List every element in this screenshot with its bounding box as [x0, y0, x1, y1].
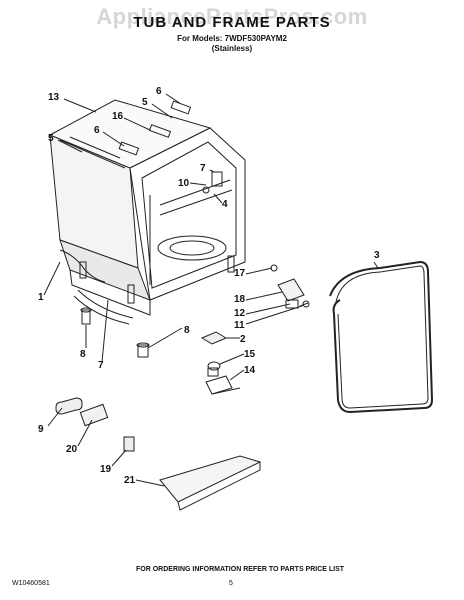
callout-7: 7 — [98, 360, 104, 371]
callout-17: 17 — [234, 268, 246, 279]
callout-15: 15 — [244, 349, 256, 360]
callout-13: 13 — [48, 92, 60, 103]
callout-16: 16 — [112, 111, 124, 122]
callout-19: 19 — [100, 464, 112, 475]
finish-line: (Stainless) — [211, 44, 253, 53]
callout-11: 11 — [234, 320, 245, 331]
callout-8: 8 — [80, 349, 86, 360]
callout-7: 7 — [200, 163, 206, 174]
callout-10: 10 — [178, 178, 190, 189]
page-title: TUB AND FRAME PARTS — [133, 14, 331, 31]
model-line: For Models: 7WDF530PAYM2 — [177, 34, 287, 43]
callout-6: 6 — [156, 86, 162, 97]
callout-6: 6 — [94, 125, 100, 136]
callout-4: 4 — [222, 199, 228, 210]
callout-14: 14 — [244, 365, 256, 376]
callout-1: 1 — [38, 292, 44, 303]
ordering-note: FOR ORDERING INFORMATION REFER TO PARTS … — [136, 566, 345, 573]
callout-20: 20 — [66, 444, 78, 455]
callout-18: 18 — [234, 294, 246, 305]
callout-12: 12 — [234, 308, 246, 319]
callout-9: 9 — [38, 424, 44, 435]
callout-5: 5 — [142, 97, 148, 108]
document-number: W10460581 — [12, 580, 50, 587]
callout-3: 3 — [374, 250, 380, 261]
tub-assembly — [48, 99, 246, 325]
callout-21: 21 — [124, 475, 136, 486]
page-number: 5 — [229, 580, 233, 587]
callout-8: 8 — [184, 325, 190, 336]
watermark: AppliancePartsPros.com — [96, 4, 368, 29]
callout-5: 5 — [48, 133, 54, 144]
door-gasket — [329, 260, 434, 414]
callout-2: 2 — [240, 334, 246, 345]
